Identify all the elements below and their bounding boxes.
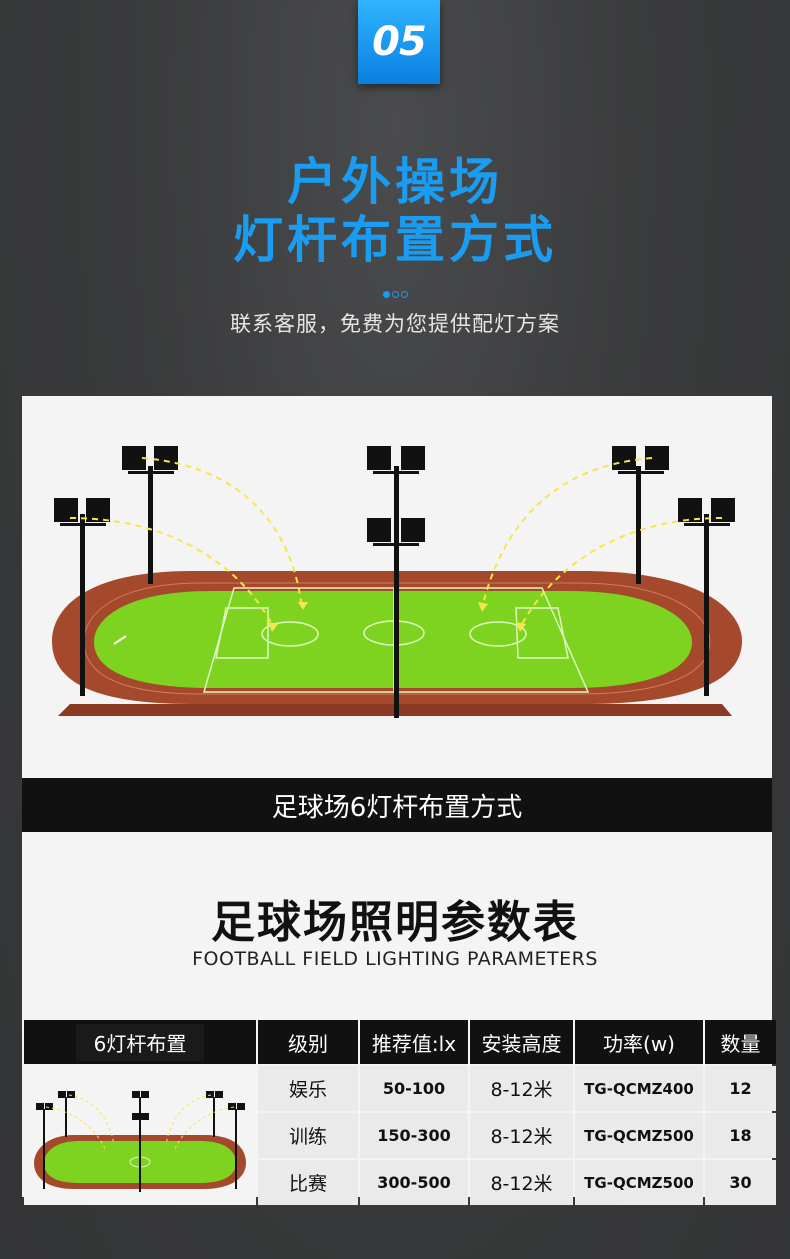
cell-level: 娱乐 <box>258 1066 358 1111</box>
cell-lux: 150-300 <box>360 1113 468 1158</box>
cell-height: 8-12米 <box>470 1066 573 1111</box>
light-pole-left-inner <box>122 446 178 584</box>
cell-height: 8-12米 <box>470 1160 573 1205</box>
cell-level: 比赛 <box>258 1160 358 1205</box>
light-beams <box>69 457 723 629</box>
field-lines <box>203 587 590 693</box>
header-layout: 6灯杆布置 <box>24 1020 256 1064</box>
title-line-1: 户外操场 <box>287 153 503 211</box>
table-row: 比赛 300-500 8-12米 TG-QCMZ500 30 <box>24 1160 776 1205</box>
cell-quantity: 30 <box>705 1160 776 1205</box>
decorative-dots <box>382 283 412 298</box>
header-power: 功率(w) <box>575 1020 703 1064</box>
light-pole-right-inner <box>612 446 669 584</box>
header-quantity: 数量 <box>705 1020 776 1064</box>
cell-height: 8-12米 <box>470 1113 573 1158</box>
table-title: 足球场照明参数表 <box>211 897 579 948</box>
header-height: 安装高度 <box>470 1020 573 1064</box>
section-number: 05 <box>372 19 427 65</box>
section-number-badge: 05 <box>358 0 440 84</box>
cell-model: TG-QCMZ500 <box>575 1113 703 1158</box>
cell-model: TG-QCMZ400 <box>575 1066 703 1111</box>
title-line-2: 灯杆布置方式 <box>233 211 557 269</box>
parameters-table: 6灯杆布置 级别 推荐值:lx 安装高度 功率(w) 数量 <box>22 1018 778 1207</box>
light-pole-center <box>367 446 425 718</box>
header-lux: 推荐值:lx <box>360 1020 468 1064</box>
cell-quantity: 18 <box>705 1113 776 1158</box>
cell-level: 训练 <box>258 1113 358 1158</box>
header-level: 级别 <box>258 1020 358 1064</box>
cell-lux: 300-500 <box>360 1160 468 1205</box>
cell-quantity: 12 <box>705 1066 776 1111</box>
grass-field <box>94 591 692 688</box>
diagram-caption: 足球场6灯杆布置方式 <box>271 792 523 823</box>
stadium-diagram-panel <box>22 396 772 778</box>
light-pole-right-outer <box>678 498 735 696</box>
table-row: 娱乐 50-100 8-12米 TG-QCMZ400 12 <box>24 1066 776 1205</box>
mini-stadium-image <box>24 1066 256 1205</box>
beam-arrowheads <box>268 602 526 632</box>
table-row: 训练 150-300 8-12米 TG-QCMZ500 18 <box>24 1113 776 1158</box>
diagram-caption-bar: 足球场6灯杆布置方式 <box>22 778 772 832</box>
cell-lux: 50-100 <box>360 1066 468 1111</box>
table-title-english: FOOTBALL FIELD LIGHTING PARAMETERS <box>192 948 598 970</box>
stadium-illustration <box>52 446 742 718</box>
subtitle: 联系客服，免费为您提供配灯方案 <box>230 312 560 336</box>
table-header-row: 6灯杆布置 级别 推荐值:lx 安装高度 功率(w) 数量 <box>24 1020 776 1064</box>
cell-model: TG-QCMZ500 <box>575 1160 703 1205</box>
